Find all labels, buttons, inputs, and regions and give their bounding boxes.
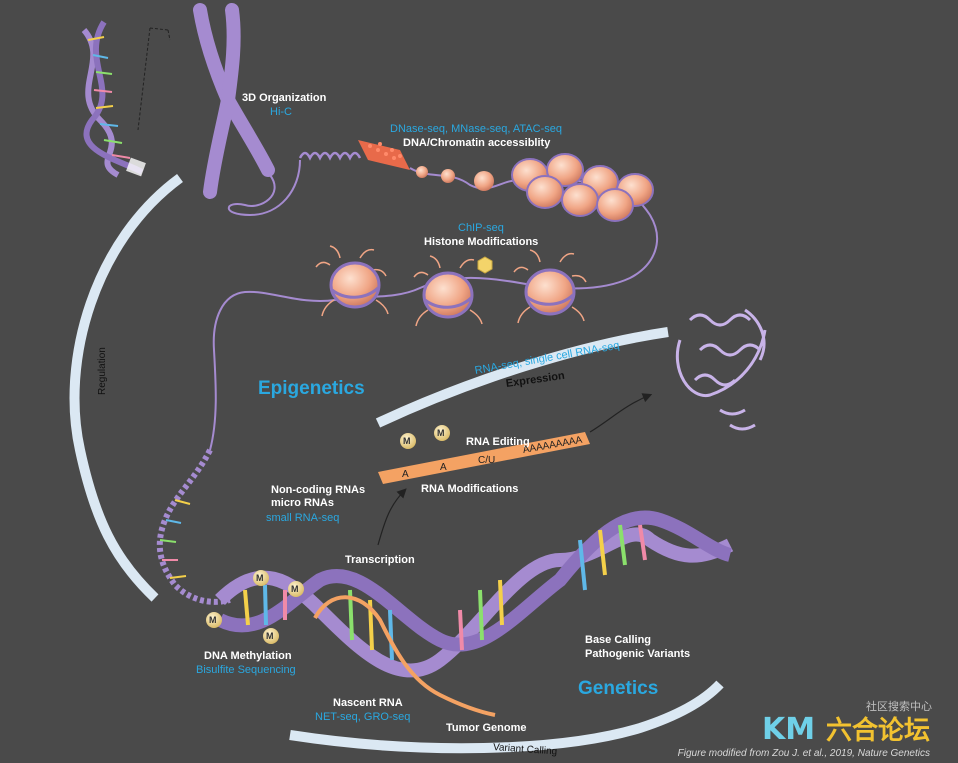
base-calling-label: Base Calling: [585, 634, 652, 646]
histone-nucleosome-2: [413, 255, 483, 327]
rna-strand: [378, 432, 590, 484]
watermark-logo: KM: [762, 712, 816, 747]
dna-helix-left-lower: [156, 448, 231, 605]
ncrna-label-1: Non-coding RNAs: [271, 484, 366, 496]
regulation-label: Regulation: [97, 347, 108, 395]
methylation-title: DNA Methylation: [204, 650, 292, 662]
expression-arc: [375, 327, 669, 428]
methyl-mark-label: M: [209, 615, 217, 625]
transcription-label: Transcription: [345, 554, 415, 566]
histone-title: Histone Modifications: [424, 236, 539, 248]
nucleosome-small: [416, 166, 428, 178]
rna-letter: A: [440, 462, 447, 473]
pathogenic-variants-label: Pathogenic Variants: [585, 648, 691, 660]
condensed-fiber-dots: [368, 142, 402, 160]
histone-nucleosome-1: [315, 245, 389, 317]
rna-letter: A: [402, 469, 409, 480]
nucleosome-stack: [511, 153, 654, 222]
rna-letter: C/U: [478, 455, 496, 466]
watermark-chinese: 六合论坛: [826, 716, 931, 746]
methyl-mark-label: M: [437, 428, 445, 438]
rna-editing-label: RNA Editing: [466, 436, 530, 448]
genetics-heading: Genetics: [578, 678, 659, 699]
nascent-rna-strand: [313, 595, 496, 717]
histone-nucleosome-3: [513, 249, 587, 324]
ncrna-label-2: micro RNAs: [271, 497, 334, 509]
methyl-marks: [206, 425, 450, 644]
histone-modifier-icon: [477, 256, 493, 274]
histone-method: ChIP-seq: [458, 222, 504, 234]
methyl-mark-label: M: [403, 436, 411, 446]
chromosome-linker: [227, 159, 301, 217]
organization-method: Hi-C: [270, 106, 292, 118]
transcription-arrow: [377, 488, 407, 546]
watermark-text: 社区搜索中心: [866, 700, 932, 713]
tumor-genome-label: Tumor Genome: [446, 722, 527, 734]
nascent-title: Nascent RNA: [333, 697, 403, 709]
nucleosome-small: [441, 169, 455, 183]
methylation-method: Bisulfite Sequencing: [196, 664, 296, 676]
epigenetics-heading: Epigenetics: [258, 378, 365, 399]
accessibility-title: DNA/Chromatin accessiblity: [403, 137, 551, 149]
zoom-lines: [137, 27, 171, 131]
regulation-arc: [69, 173, 183, 602]
translation-arrow: [589, 393, 653, 433]
protein-structure: [675, 308, 767, 431]
methyl-mark-label: M: [256, 573, 264, 583]
dna-helix-topleft: [81, 20, 146, 178]
nucleosome-small: [474, 171, 494, 191]
rna-modifications-label: RNA Modifications: [421, 483, 519, 495]
organization-title: 3D Organization: [242, 92, 327, 104]
accessibility-methods: DNase-seq, MNase-seq, ATAC-seq: [390, 123, 562, 135]
nascent-method: NET-seq, GRO-seq: [315, 711, 411, 723]
methyl-mark-label: M: [291, 584, 299, 594]
variant-calling-arc: [289, 680, 724, 754]
ncrna-method: small RNA-seq: [266, 512, 340, 524]
figure-credit: Figure modified from Zou J. et al., 2019…: [677, 748, 930, 759]
chromosome: [193, 3, 275, 199]
chromatin-coil: [298, 151, 362, 161]
methyl-mark-label: M: [266, 631, 274, 641]
